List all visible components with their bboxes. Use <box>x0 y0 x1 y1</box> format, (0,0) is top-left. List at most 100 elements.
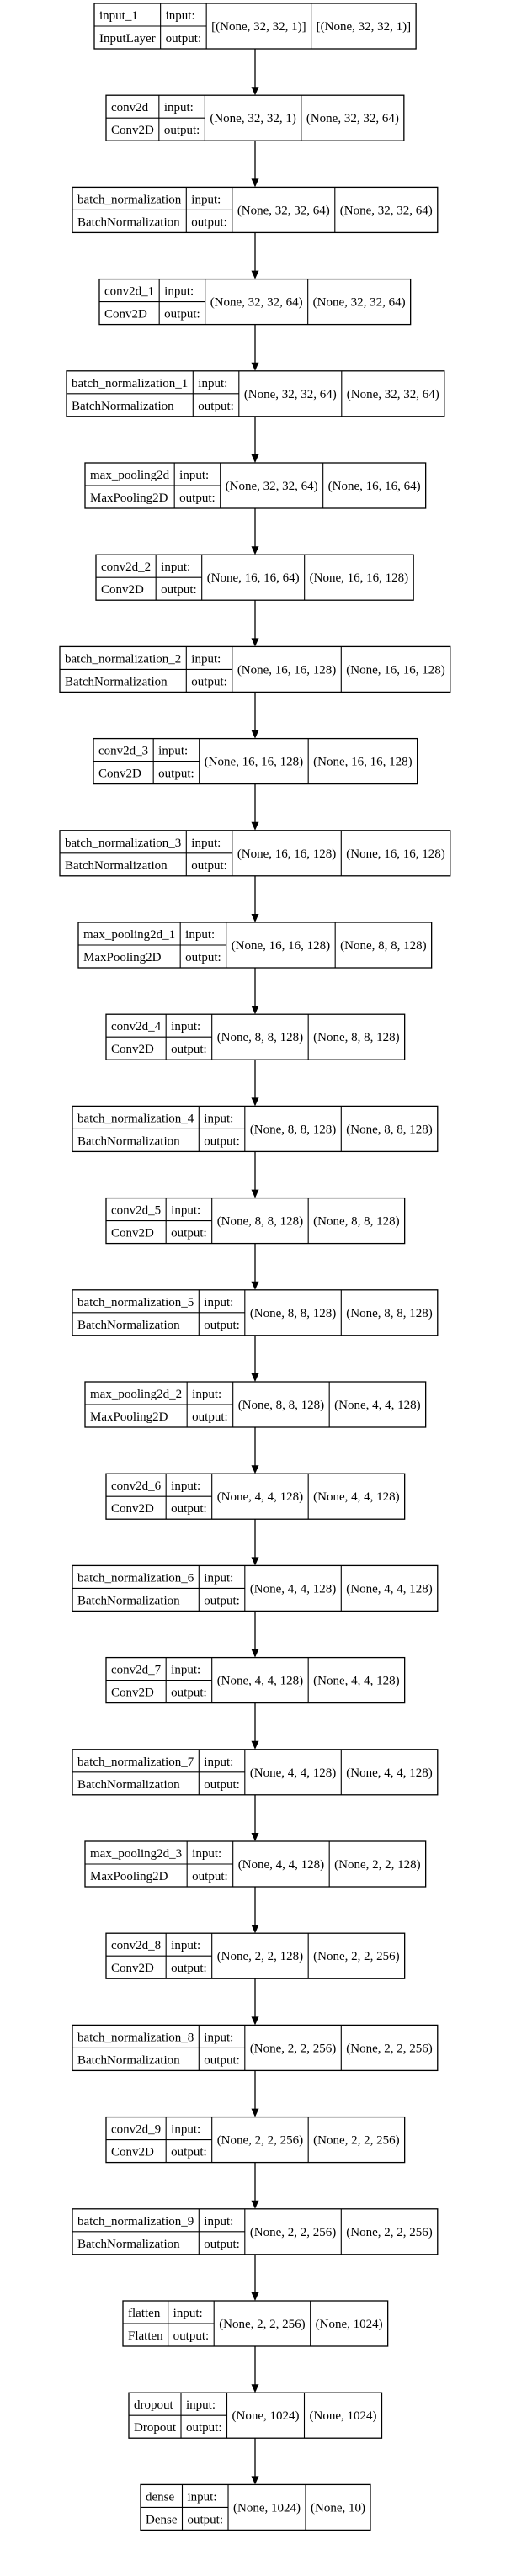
input-shape: (None, 8, 8, 128) <box>250 1307 336 1320</box>
output-shape: (None, 2, 2, 256) <box>313 2134 399 2148</box>
arrow-head-icon <box>251 2476 259 2485</box>
input-shape: (None, 32, 32, 64) <box>226 480 318 493</box>
output-shape: (None, 8, 8, 128) <box>313 1215 399 1229</box>
output-label: output: <box>179 491 216 505</box>
input-shape: (None, 32, 32, 1) <box>210 112 295 125</box>
layer-type: MaxPooling2D <box>90 1870 168 1883</box>
input-label: input: <box>192 1388 221 1401</box>
arrow-head-icon <box>251 1925 259 1934</box>
layer-name: dense <box>146 2490 174 2504</box>
output-shape: (None, 8, 8, 128) <box>346 1307 432 1320</box>
input-label: input: <box>185 928 215 942</box>
output-shape: (None, 4, 4, 128) <box>346 1766 432 1780</box>
input-shape: (None, 32, 32, 64) <box>210 296 303 310</box>
layer-type: MaxPooling2D <box>90 491 168 505</box>
input-shape: (None, 1024) <box>233 2501 301 2515</box>
layer-type: BatchNormalization <box>65 675 168 688</box>
input-label: input: <box>192 1847 221 1861</box>
input-label: input: <box>204 2215 233 2228</box>
output-shape: (None, 16, 16, 128) <box>310 571 408 585</box>
arrow-head-icon <box>251 362 259 371</box>
arrow-head-icon <box>251 87 259 96</box>
layer-type: BatchNormalization <box>77 2053 180 2067</box>
input-label: input: <box>158 745 188 758</box>
input-label: input: <box>191 652 221 666</box>
output-label: output: <box>188 2513 224 2526</box>
input-shape: (None, 16, 16, 128) <box>237 663 336 677</box>
layer-name: batch_normalization_9 <box>77 2215 194 2228</box>
layer-type: Conv2D <box>111 1686 154 1700</box>
arrow-head-icon <box>251 2200 259 2209</box>
arrow-head-icon <box>251 1557 259 1566</box>
layer-name: batch_normalization_3 <box>65 837 181 850</box>
input-label: input: <box>179 469 209 482</box>
input-label: input: <box>198 377 227 390</box>
output-label: output: <box>191 675 227 688</box>
input-label: input: <box>204 1112 233 1125</box>
output-shape: (None, 8, 8, 128) <box>346 1123 432 1136</box>
output-shape: [(None, 32, 32, 1)] <box>317 20 411 34</box>
layer-type: Dropout <box>134 2421 177 2435</box>
layer-type: BatchNormalization <box>72 400 174 413</box>
layer-type: BatchNormalization <box>77 215 180 229</box>
input-label: input: <box>188 2490 217 2504</box>
output-shape: (None, 32, 32, 64) <box>313 296 406 310</box>
layer-name: conv2d_5 <box>111 1204 161 1218</box>
input-label: input: <box>161 560 190 574</box>
input-label: input: <box>191 837 221 850</box>
layer-name: conv2d <box>111 101 149 114</box>
input-label: input: <box>171 1664 200 1677</box>
input-shape: (None, 4, 4, 128) <box>250 1766 336 1780</box>
layer-name: batch_normalization_4 <box>77 1112 194 1125</box>
input-label: input: <box>171 1479 200 1493</box>
input-shape: (None, 4, 4, 128) <box>217 1490 303 1504</box>
layer-type: Conv2D <box>101 583 144 597</box>
layer-type: BatchNormalization <box>77 1319 180 1332</box>
output-label: output: <box>164 308 200 321</box>
arrow-head-icon <box>251 178 259 188</box>
output-shape: (None, 1024) <box>310 2409 377 2423</box>
layer-name: conv2d_8 <box>111 1939 161 1952</box>
layer-type: Conv2D <box>111 2146 154 2159</box>
layer-type: Flatten <box>128 2329 163 2343</box>
output-shape: (None, 4, 4, 128) <box>334 1399 420 1412</box>
output-shape: (None, 8, 8, 128) <box>340 939 426 953</box>
input-shape: (None, 32, 32, 64) <box>237 204 330 217</box>
input-shape: (None, 2, 2, 256) <box>217 2134 303 2148</box>
layer-type: InputLayer <box>99 32 156 45</box>
layer-name: max_pooling2d <box>90 469 170 482</box>
output-label: output: <box>171 1502 207 1516</box>
input-shape: (None, 2, 2, 128) <box>217 1950 303 1963</box>
layer-type: Conv2D <box>111 1502 154 1516</box>
layer-name: max_pooling2d_2 <box>90 1388 182 1401</box>
arrow-head-icon <box>251 2384 259 2393</box>
output-shape: (None, 2, 2, 256) <box>313 1950 399 1963</box>
output-label: output: <box>204 1134 240 1148</box>
input-label: input: <box>186 2398 216 2412</box>
layer-type: Conv2D <box>98 767 141 781</box>
layer-type: BatchNormalization <box>77 1594 180 1607</box>
output-label: output: <box>192 1870 228 1883</box>
arrow-head-icon <box>251 270 259 279</box>
layer-name: conv2d_6 <box>111 1479 162 1493</box>
arrow-head-icon <box>251 1006 259 1015</box>
layer-name: batch_normalization_8 <box>77 2031 194 2044</box>
output-shape: (None, 10) <box>311 2501 365 2515</box>
layer-name: max_pooling2d_3 <box>90 1847 182 1861</box>
input-shape: (None, 8, 8, 128) <box>250 1123 336 1136</box>
layer-name: input_1 <box>99 9 138 23</box>
input-shape: (None, 8, 8, 128) <box>238 1399 324 1412</box>
output-label: output: <box>204 1594 240 1607</box>
layer-box <box>84 1381 427 1428</box>
input-shape: (None, 8, 8, 128) <box>217 1031 303 1044</box>
arrow-head-icon <box>251 821 259 831</box>
arrow-head-icon <box>251 546 259 555</box>
input-label: input: <box>171 1204 200 1218</box>
layer-type: Conv2D <box>111 124 154 137</box>
arrow-head-icon <box>251 1740 259 1750</box>
output-label: output: <box>204 1319 240 1332</box>
output-label: output: <box>166 32 202 45</box>
output-shape: (None, 2, 2, 256) <box>346 2226 432 2239</box>
output-shape: (None, 16, 16, 128) <box>313 756 412 769</box>
